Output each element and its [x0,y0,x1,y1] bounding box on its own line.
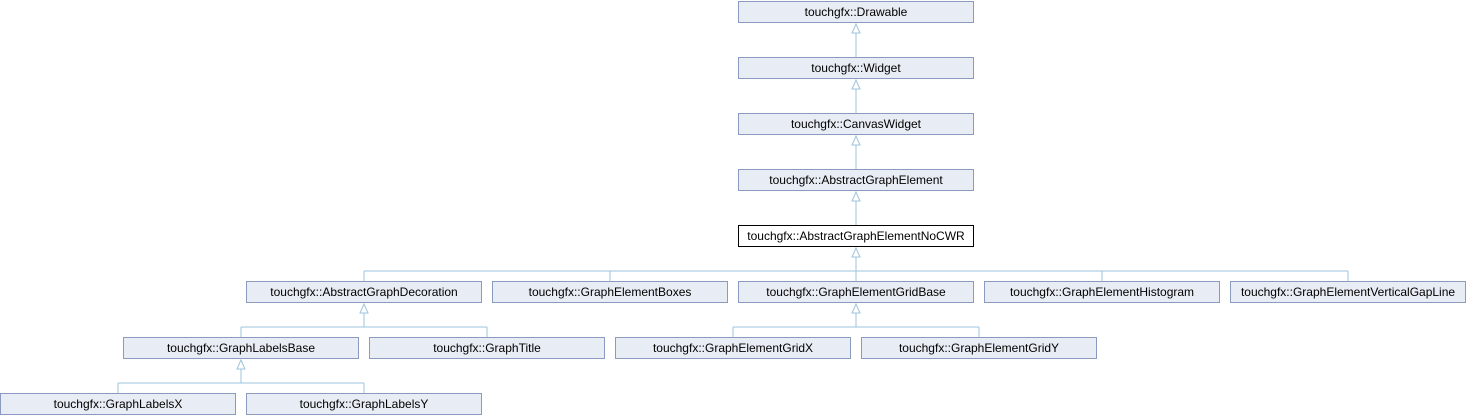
class-node-box [738,281,974,303]
class-node-box [738,1,974,23]
class-node-label: touchgfx::AbstractGraphElement [769,173,943,187]
inheritance-edge-group-canvaswidget [851,134,861,169]
inheritance-edge-group-abstractgraphelement [851,190,861,225]
class-node-drawable[interactable]: touchgfx::Drawable [738,1,974,23]
class-node-label: touchgfx::Drawable [805,5,908,19]
class-node-abstractgraphdecoration[interactable]: touchgfx::AbstractGraphDecoration [246,281,482,303]
class-node-box [738,225,974,247]
class-node-box [861,337,1097,359]
inheritance-arrowhead [851,78,861,90]
class-node-widget[interactable]: touchgfx::Widget [738,57,974,79]
class-node-box [246,393,482,415]
class-node-label: touchgfx::GraphElementGridY [899,341,1059,355]
class-node-label: touchgfx::GraphTitle [433,341,541,355]
class-node-box [123,337,359,359]
inheritance-arrowhead [359,302,369,314]
class-node-label: touchgfx::GraphElementGridX [653,341,813,355]
class-node-graphelementverticalgapline[interactable]: touchgfx::GraphElementVerticalGapLine [1230,281,1466,303]
class-node-graphelementgridy[interactable]: touchgfx::GraphElementGridY [861,337,1097,359]
class-node-box [615,337,851,359]
inheritance-edge-group-drawable [851,22,861,57]
class-node-graphlabelsbase[interactable]: touchgfx::GraphLabelsBase [123,337,359,359]
class-node-box [246,281,482,303]
class-node-box [369,337,605,359]
class-node-label: touchgfx::GraphElementHistogram [1010,285,1194,299]
class-node-box [738,113,974,135]
class-node-graphlabelsx[interactable]: touchgfx::GraphLabelsX [0,393,236,415]
inheritance-arrowhead [851,134,861,146]
class-node-graphelementhistogram[interactable]: touchgfx::GraphElementHistogram [984,281,1220,303]
class-node-label: touchgfx::GraphLabelsBase [167,341,315,355]
inheritance-arrowhead [851,246,861,258]
class-node-box [984,281,1220,303]
inheritance-arrowhead [851,22,861,34]
class-node-abstractgraphelement[interactable]: touchgfx::AbstractGraphElement [738,169,974,191]
class-node-graphelementgridx[interactable]: touchgfx::GraphElementGridX [615,337,851,359]
inheritance-edge-group-abstractgraphelementnocwr [363,246,1349,281]
class-node-abstractgraphelementnocwr[interactable]: touchgfx::AbstractGraphElementNoCWR [738,225,974,247]
class-node-label: touchgfx::AbstractGraphDecoration [270,285,457,299]
class-node-label: touchgfx::GraphLabelsY [300,397,429,411]
class-node-graphelementgridbase[interactable]: touchgfx::GraphElementGridBase [738,281,974,303]
inheritance-edge-group-widget [851,78,861,113]
class-node-label: touchgfx::GraphElementVerticalGapLine [1241,285,1455,299]
class-node-box [0,393,236,415]
edges-layer [117,22,1349,393]
inheritance-edge-group-graphlabelsbase [117,358,365,393]
class-node-label: touchgfx::GraphLabelsX [54,397,183,411]
class-node-box [492,281,728,303]
inheritance-edge-group-graphelementgridbase [732,302,980,337]
inheritance-edge-group-abstractgraphdecoration [240,302,488,337]
inheritance-arrowhead [851,302,861,314]
class-node-graphtitle[interactable]: touchgfx::GraphTitle [369,337,605,359]
class-node-label: touchgfx::CanvasWidget [791,117,922,131]
class-node-label: touchgfx::GraphElementBoxes [529,285,692,299]
class-node-canvaswidget[interactable]: touchgfx::CanvasWidget [738,113,974,135]
class-node-box [738,169,974,191]
class-node-label: touchgfx::AbstractGraphElementNoCWR [747,229,965,243]
inheritance-arrowhead [851,190,861,202]
class-node-graphelementboxes[interactable]: touchgfx::GraphElementBoxes [492,281,728,303]
class-node-label: touchgfx::GraphElementGridBase [766,285,946,299]
class-node-graphlabelsy[interactable]: touchgfx::GraphLabelsY [246,393,482,415]
class-node-label: touchgfx::Widget [811,61,901,75]
inheritance-arrowhead [236,358,246,370]
class-node-box [738,57,974,79]
